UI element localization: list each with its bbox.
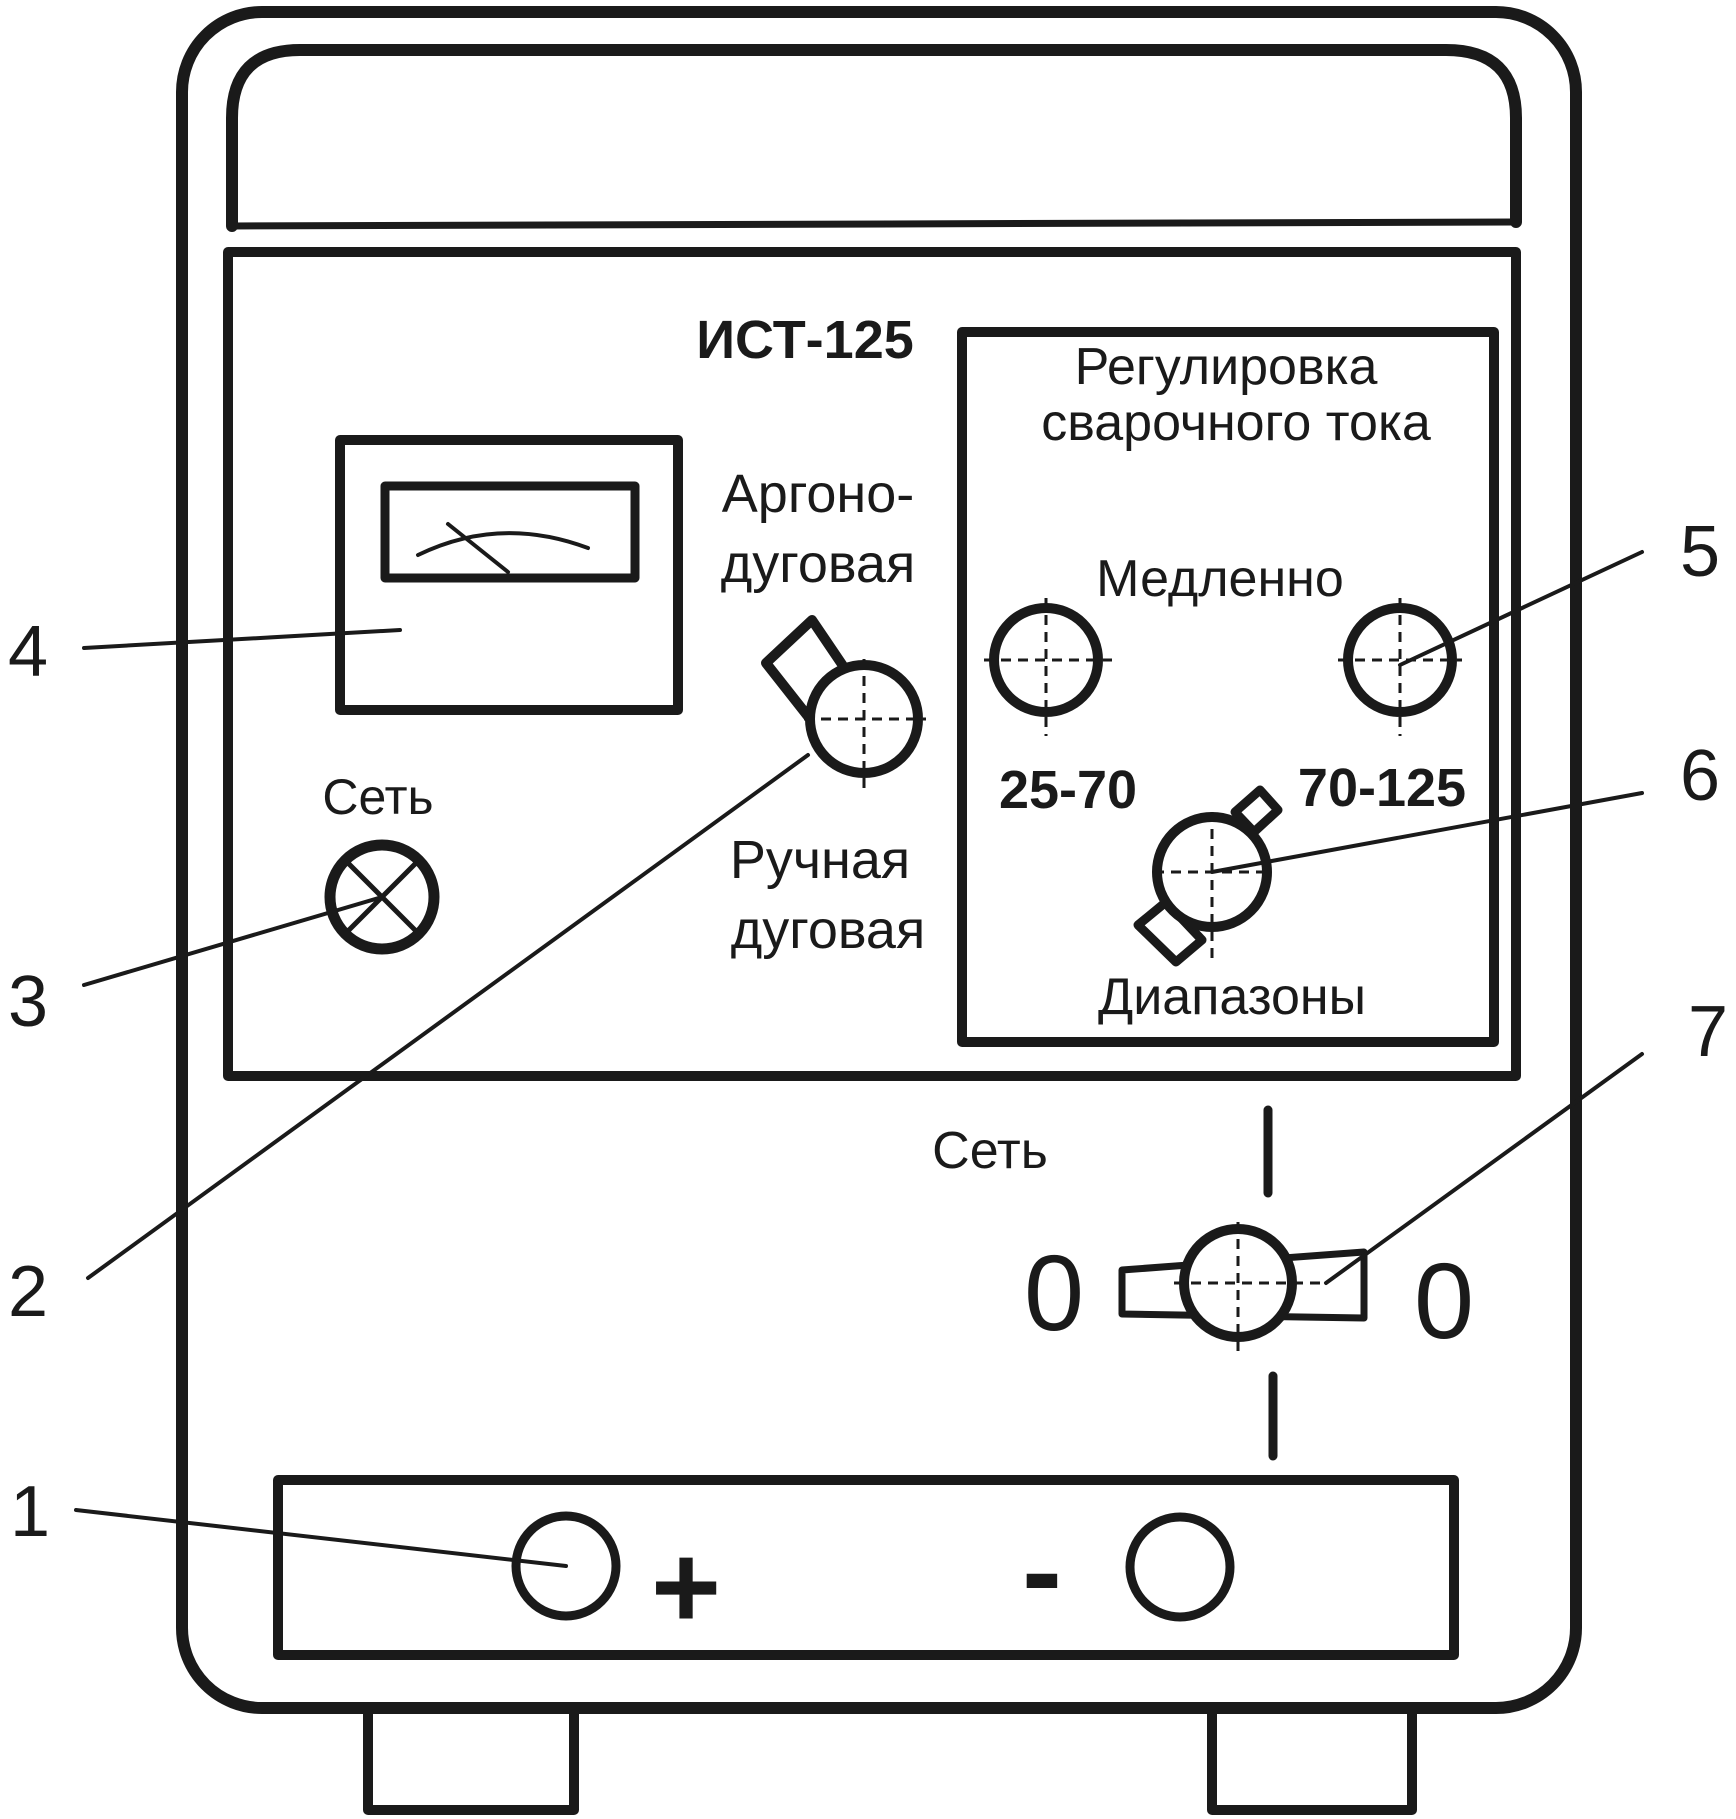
range-low-label: 25-70: [999, 760, 1137, 820]
callout-7: 7: [1688, 992, 1728, 1072]
mode-argon-label-2: дуговая: [721, 534, 915, 594]
mode-argon-label-1: Аргоно-: [722, 464, 914, 524]
callout-line-7: [1324, 1052, 1644, 1285]
range-switch-lever-bottom: [1133, 897, 1207, 967]
callout-2: 2: [8, 1252, 48, 1332]
ammeter-body: [335, 435, 683, 715]
housing-outline: [176, 6, 1582, 1714]
range-high-label: 70-125: [1298, 758, 1466, 818]
mains-lamp-ring: [324, 839, 440, 955]
slowly-label: Медленно: [1096, 550, 1344, 608]
callout-line-1: [74, 1508, 568, 1568]
top-handle-panel: [226, 44, 1522, 232]
ammeter-needle: [446, 522, 510, 574]
lamp-label: Сеть: [322, 769, 433, 825]
range-switch[interactable]: [1133, 785, 1283, 967]
callout-line-3: [82, 895, 384, 987]
mode-manual-label-2: дуговая: [731, 900, 925, 960]
ranges-label: Диапазоны: [1098, 968, 1366, 1026]
current-title-2: сварочного тока: [1041, 394, 1431, 452]
current-regulation-panel: [957, 327, 1499, 1047]
top-handle-bottom-edge: [228, 218, 1520, 230]
callout-line-2: [86, 753, 810, 1280]
control-panel: [223, 247, 1521, 1081]
callout-3: 3: [8, 962, 48, 1042]
plus-terminal-label: +: [651, 1520, 721, 1654]
callout-4: 4: [8, 612, 48, 692]
minus-terminal-label: -: [1022, 1504, 1062, 1638]
current-title-1: Регулировка: [1075, 338, 1378, 396]
model-name: ИСТ-125: [696, 310, 914, 370]
ammeter-window: [380, 481, 640, 583]
minus-terminal[interactable]: [1125, 1512, 1235, 1622]
callout-line-4: [82, 628, 402, 650]
mains-off-left-label: 0: [1024, 1232, 1084, 1353]
callout-line-6: [1210, 791, 1644, 874]
mode-switch[interactable]: [761, 615, 926, 790]
callout-5: 5: [1680, 512, 1720, 592]
right-foot: [1207, 1703, 1417, 1815]
terminal-panel: [273, 1475, 1459, 1660]
callout-6: 6: [1680, 736, 1720, 816]
plus-terminal[interactable]: [511, 1511, 621, 1621]
callout-line-5: [1398, 550, 1644, 667]
mains-off-right-label: 0: [1414, 1240, 1474, 1361]
ammeter: [335, 435, 683, 715]
mains-switch[interactable]: [1118, 1105, 1368, 1461]
mains-switch-label: Сеть: [932, 1122, 1048, 1180]
left-foot: [363, 1703, 579, 1815]
callout-1: 1: [10, 1472, 50, 1552]
ammeter-scale: [416, 531, 590, 557]
fine-current-knob-left[interactable]: [984, 598, 1112, 736]
mode-manual-label-1: Ручная: [730, 830, 910, 890]
